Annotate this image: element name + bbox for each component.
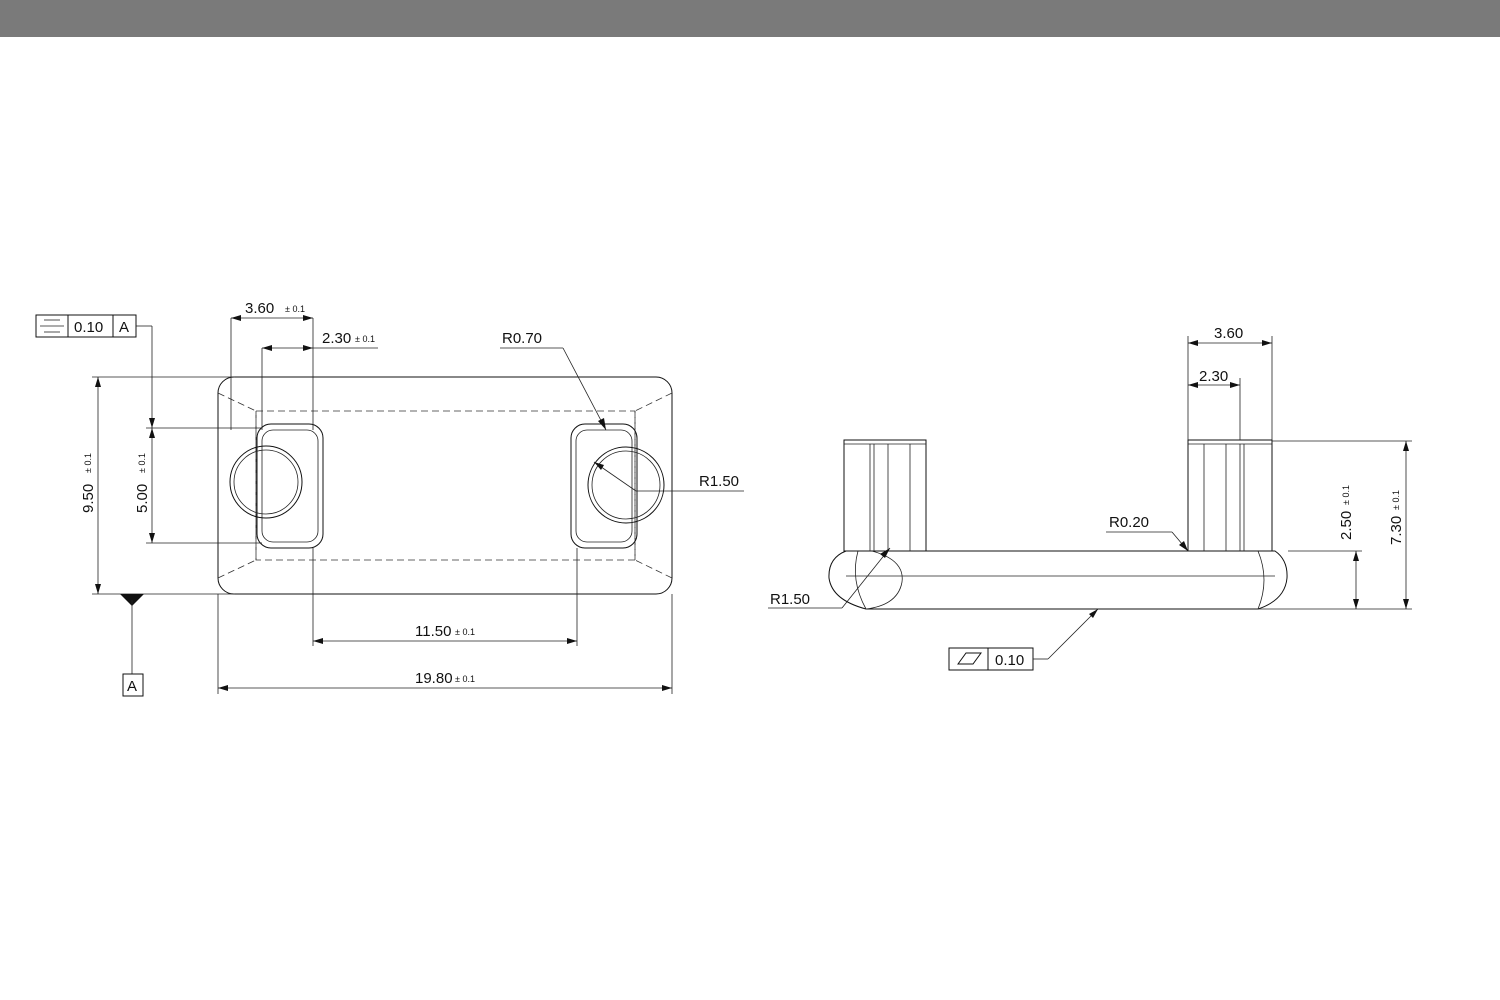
symmetry-value: 0.10 — [74, 319, 103, 336]
left-post — [843, 439, 927, 552]
side-tol-7.30: ± 0.1 — [1391, 490, 1401, 510]
side-dim-2.50: 2.50 — [1338, 511, 1355, 540]
side-radius-r0.20: R0.20 — [1109, 514, 1149, 531]
top-banner — [0, 0, 1500, 37]
left-slot — [229, 423, 324, 549]
flatness-control-frame: 0.10 — [948, 608, 1099, 671]
tol-19.80: ± 0.1 — [455, 674, 475, 684]
flatness-icon — [957, 652, 982, 665]
tol-5.00: ± 0.1 — [137, 453, 147, 473]
right-boss — [587, 446, 665, 524]
radius-r0.70: R0.70 — [502, 330, 542, 347]
side-dim-2.30: 2.30 — [1199, 368, 1228, 385]
front-view: 3.60 ± 0.1 2.30 ± 0.1 R0.70 R1.50 9.50 ±… — [35, 300, 744, 697]
tol-9.50: ± 0.1 — [83, 453, 93, 473]
datum-a: A — [120, 594, 144, 697]
side-radius-r1.50: R1.50 — [770, 591, 810, 608]
tol-2.30: ± 0.1 — [355, 334, 375, 344]
dim-9.50: 9.50 — [80, 484, 97, 513]
symmetry-icon — [40, 319, 64, 333]
right-post — [1187, 439, 1273, 552]
front-outline — [217, 376, 673, 595]
dim-11.50: 11.50 — [415, 623, 451, 640]
side-view: 3.60 2.30 R0.20 R1.50 2.50 ± 0.1 7.30 ± … — [768, 325, 1412, 671]
right-slot — [570, 423, 665, 549]
radius-r1.50: R1.50 — [699, 473, 739, 490]
tol-3.60: ± 0.1 — [285, 304, 305, 314]
side-tol-2.50: ± 0.1 — [1341, 485, 1351, 505]
left-boss — [229, 445, 303, 519]
side-dim-7.30: 7.30 — [1388, 516, 1405, 545]
front-inner-dashed — [255, 410, 636, 561]
side-base — [828, 550, 1288, 610]
flatness-value: 0.10 — [995, 652, 1024, 669]
dim-3.60: 3.60 — [245, 300, 274, 317]
symmetry-control-frame: 0.10 A — [35, 314, 155, 428]
symmetry-datum: A — [119, 319, 129, 336]
datum-label: A — [127, 678, 137, 695]
tol-11.50: ± 0.1 — [455, 627, 475, 637]
dim-5.00: 5.00 — [134, 484, 151, 513]
dim-19.80: 19.80 — [415, 670, 453, 687]
dim-2.30: 2.30 — [322, 330, 351, 347]
side-dim-3.60: 3.60 — [1214, 325, 1243, 342]
